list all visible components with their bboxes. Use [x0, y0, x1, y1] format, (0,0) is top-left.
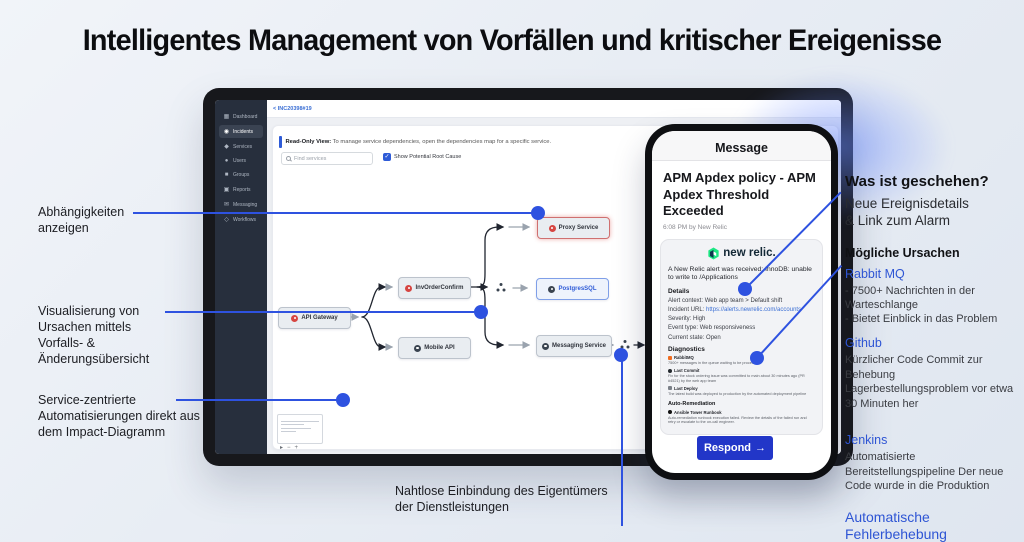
alert-timestamp: 6:08 PM by New Relic [663, 223, 727, 231]
pointer-icon[interactable]: ▸ [280, 445, 288, 450]
node-invorderconfirm[interactable]: InvOrderConfirm [398, 277, 471, 299]
sidebar-item-incidents[interactable]: ◉Incidents [219, 125, 263, 138]
respond-button[interactable]: Respond → [697, 436, 773, 460]
connector-dot-possible-causes [750, 351, 764, 365]
alert-title: APM Apdex policy - APM Apdex Threshold E… [663, 170, 816, 218]
root-cause-checkbox-row: ✓ Show Potential Root Cause [383, 153, 461, 161]
connector-line-dependencies [133, 212, 538, 214]
annotation-service-owner: Nahtlose Einbindung des Eigentümers der … [395, 484, 608, 514]
page-title: Intelligentes Management von Vorfällen u… [82, 24, 942, 57]
dashboard-icon: ▦ [223, 114, 230, 120]
minimap[interactable] [277, 414, 323, 444]
annotation-root-cause: Visualisierung von Ursachen mittels Vorf… [38, 304, 150, 366]
incidents-icon: ◉ [223, 129, 230, 135]
groups-icon: ■ [224, 172, 229, 178]
search-icon [286, 156, 292, 162]
sidebar-item-groups[interactable]: ■Groups [224, 172, 250, 178]
diagnostics-section-title: Diagnostics [668, 345, 705, 353]
service-status-icon [541, 342, 549, 350]
app-topbar: < INC20398#19 [267, 100, 841, 118]
sidebar-item-services[interactable]: ◆Services [224, 143, 253, 151]
root-cause-checkbox-label: Show Potential Root Cause [394, 154, 462, 160]
messaging-icon: ✉ [223, 202, 230, 208]
sidebar-item-users[interactable]: ●Users [224, 158, 247, 164]
alert-description: A New Relic alert was received: InnoDB: … [668, 265, 812, 282]
search-placeholder: Find services [294, 155, 327, 162]
alert-status-icon [548, 224, 556, 232]
auto-remediation-title: Auto-Remediation [668, 401, 716, 408]
cause-auto-remediation: Automatische Fehlerbehebung Details zum … [845, 508, 947, 542]
banner-text: To manage service dependencies, open the… [332, 139, 552, 145]
alert-status-icon [291, 314, 299, 322]
connector-line-service-owner [621, 354, 623, 526]
newrelic-alert-card: new relic. A New Relic alert was receive… [660, 238, 823, 435]
connector-dot-proxy-service [531, 206, 545, 220]
sidebar-item-dashboard[interactable]: ▦Dashboard [223, 113, 258, 121]
jenkins-icon [668, 386, 672, 391]
connector-line-root-cause [165, 311, 482, 313]
search-input[interactable]: Find services [281, 152, 373, 165]
database-status-icon [548, 285, 556, 293]
detail-row: Alert context: Web app team > Default sh… [668, 297, 783, 304]
connector-dot-root-cause [474, 305, 488, 319]
diagnostic-last-commit: Last Commit Fix for the stock ordering i… [668, 368, 805, 383]
services-icon: ◆ [224, 144, 229, 150]
users-icon: ● [224, 158, 229, 164]
cause-rabbitmq: Rabbit MQ - 7500+ Nachrichten in der War… [845, 267, 998, 325]
connector-dot-automation [336, 393, 350, 407]
diagnostic-ansible: Ansible Tower Runbook Auto-remediation r… [668, 409, 807, 425]
banner-accent-bar [279, 136, 282, 148]
sidebar-item-messaging[interactable]: ✉Messaging [223, 201, 258, 209]
diagnostic-last-deploy: Last Deploy The latest build was deploye… [668, 385, 807, 396]
phone-screen: Message APM Apdex policy - APM Apdex Thr… [652, 131, 831, 473]
zoom-controls[interactable]: ▸−+ [280, 444, 303, 450]
details-section-title: Details [668, 287, 690, 295]
connector-line-automation [176, 399, 344, 401]
node-postgressql[interactable]: PostgresSQL [536, 278, 609, 300]
zoom-out-icon[interactable]: − [287, 445, 295, 450]
phone-frame: Message APM Apdex policy - APM Apdex Thr… [645, 124, 838, 480]
new-relic-wordmark: new relic. [723, 247, 776, 259]
workflows-icon: ◇ [224, 217, 229, 223]
breadcrumb[interactable]: < INC20398#19 [273, 105, 312, 112]
alert-status-icon [405, 284, 413, 292]
detail-row: Current state: Open [668, 334, 721, 341]
arrow-right-icon: → [755, 442, 767, 454]
node-proxy-service[interactable]: Proxy Service [537, 217, 610, 239]
connector-dot-event-details [738, 282, 752, 296]
root-cause-checkbox[interactable]: ✓ [383, 153, 391, 161]
diagnostic-rabbitmq: RabbitMQ 7500+ messages in the queue wai… [668, 355, 760, 366]
annotation-dependencies: Abhängigkeiten anzeigen [38, 205, 125, 235]
cause-github: Github Kürzlicher Code Commit zur Behebu… [845, 336, 1014, 410]
new-relic-logo-icon [708, 247, 719, 259]
message-header: Message [652, 131, 831, 161]
annotation-possible-causes: Mögliche Ursachen Rabbit MQ - 7500+ Nach… [845, 246, 1019, 542]
banner-bold: Read-Only View: [285, 139, 332, 145]
reports-icon: ▣ [223, 187, 230, 193]
cause-jenkins: Jenkins Automatisierte Bereitstellungspi… [845, 433, 1004, 492]
annotation-automation: Service-zentrierte Automatisierungen dir… [38, 393, 200, 439]
zoom-in-icon[interactable]: + [294, 445, 303, 450]
readonly-banner: Read-Only View: To manage service depend… [279, 136, 551, 148]
node-mobile-api[interactable]: Mobile API [398, 337, 471, 359]
sidebar-item-reports[interactable]: ▣Reports [223, 186, 251, 194]
github-icon [668, 368, 672, 373]
incident-url-link[interactable]: https://alerts.newrelic.com/accounts [706, 307, 802, 314]
sidebar-item-workflows[interactable]: ◇Workflows [224, 216, 256, 224]
ansible-icon [668, 410, 672, 415]
node-messaging-service[interactable]: Messaging Service [536, 335, 612, 357]
app-sidebar: ▦Dashboard ◉Incidents ◆Services ●Users ■… [215, 100, 267, 454]
detail-row: Severity: High [668, 316, 706, 323]
detail-row: Event type: Web responsiveness [668, 325, 756, 332]
service-status-icon [414, 344, 422, 352]
connector-dot-service-owner [614, 348, 628, 362]
annotation-what-happened: Was ist geschehen? Neue Ereignisdetails&… [845, 173, 989, 228]
rabbitmq-icon [668, 355, 672, 360]
detail-row: Incident URL: https://alerts.newrelic.co… [668, 307, 802, 314]
